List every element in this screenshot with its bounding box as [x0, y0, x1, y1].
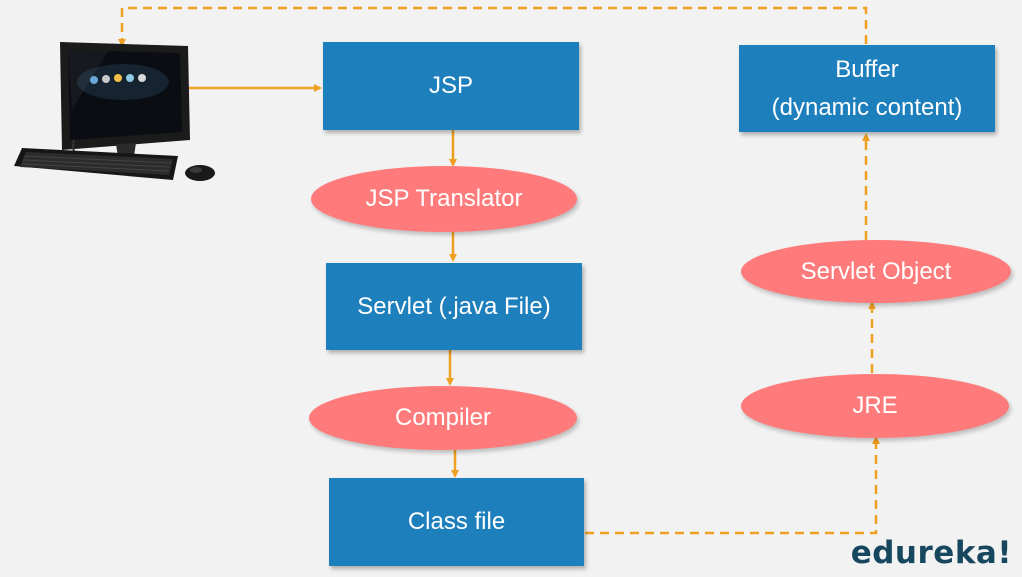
jsp-translator-oval: JSP Translator: [311, 166, 577, 232]
arrow-classfile-to-jre: [585, 436, 880, 535]
jre-oval: JRE: [741, 374, 1009, 438]
jsp-translator-label: JSP Translator: [365, 185, 523, 212]
servlet-java-box: Servlet (.java File): [326, 263, 582, 350]
edureka-logo: edureka!: [850, 535, 1012, 571]
servlet-object-oval: Servlet Object: [741, 240, 1011, 303]
buffer-label: Buffer: [835, 56, 899, 84]
compiler-label: Compiler: [394, 404, 492, 431]
servlet-java-label: Servlet (.java File): [357, 292, 551, 320]
compiler-oval: Compiler: [309, 386, 577, 450]
jsp-box: JSP: [323, 42, 579, 130]
buffer-box: Buffer (dynamic content): [739, 45, 995, 132]
jre-label: JRE: [852, 392, 898, 419]
buffer-sublabel: (dynamic content): [771, 93, 963, 121]
servlet-object-label: Servlet Object: [800, 257, 952, 285]
desktop-computer-icon: [14, 42, 215, 181]
class-file-box: Class file: [329, 478, 584, 566]
arrow-buffer-to-computer: [118, 6, 868, 47]
class-file-label: Class file: [407, 508, 506, 536]
jsp-label: JSP: [428, 72, 473, 100]
